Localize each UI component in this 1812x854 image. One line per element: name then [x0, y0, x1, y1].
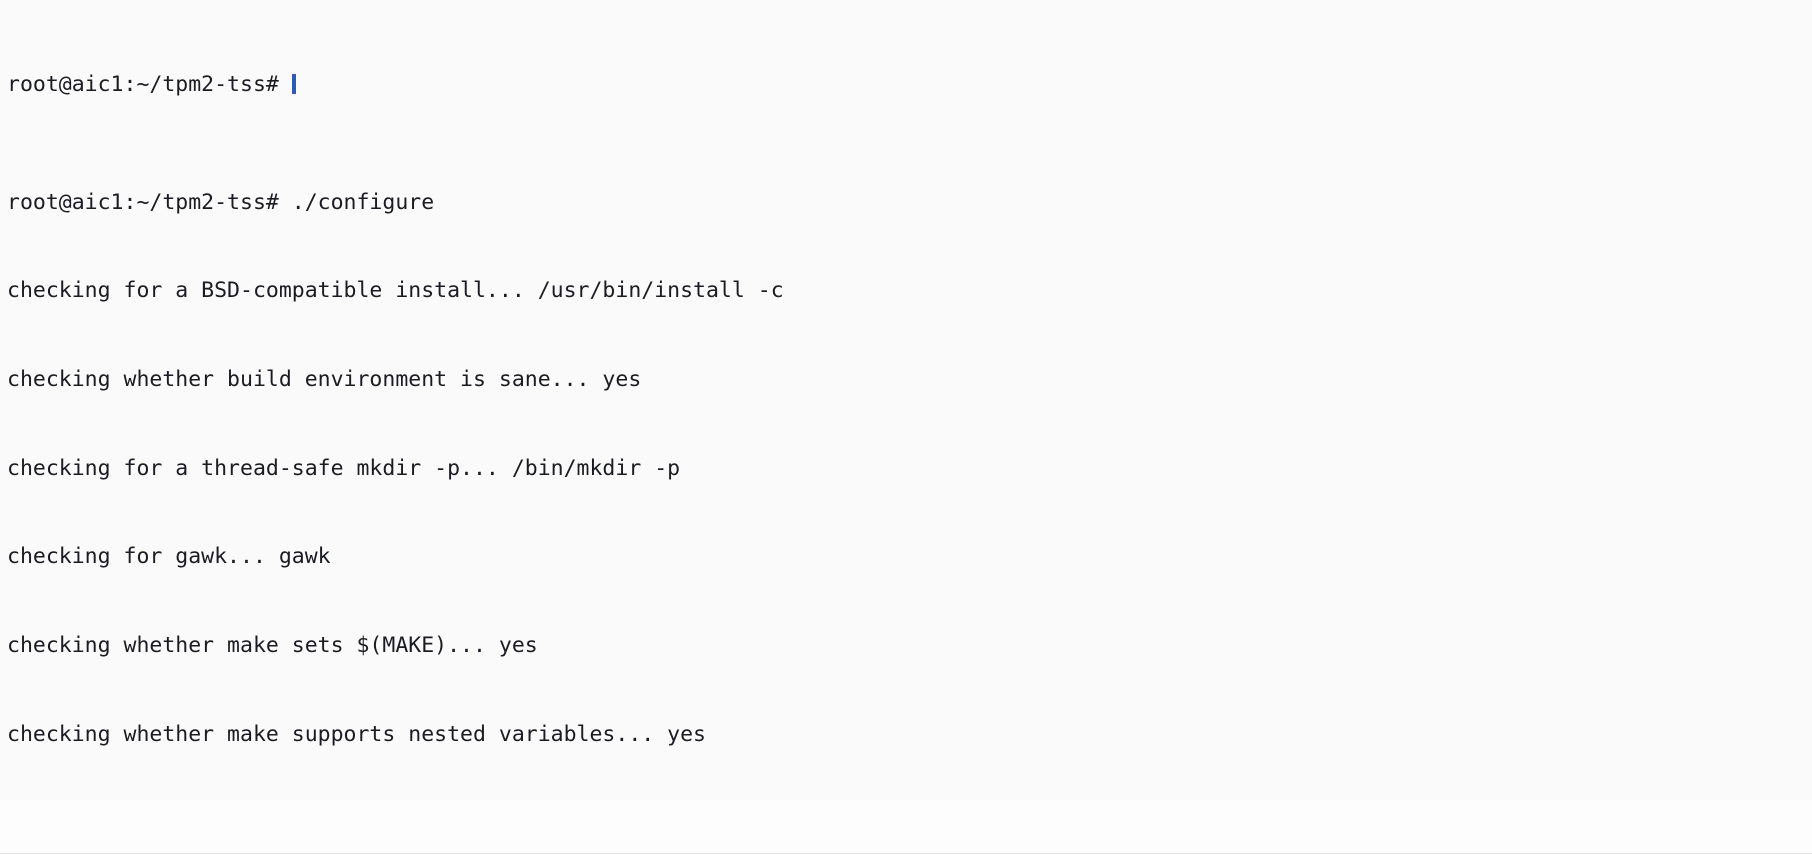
terminal-output-buffer[interactable]: root@aic1:~/tpm2-tss# root@aic1:~/tpm2-t… — [7, 0, 1812, 854]
terminal-line-check-build-sane: checking whether build environment is sa… — [7, 367, 642, 393]
terminal-bottom-fill — [0, 800, 1812, 854]
terminal-line-check-nested-vars: checking whether make supports nested va… — [7, 721, 706, 747]
terminal-line-check-bsd-install: checking for a BSD-compatible install...… — [7, 278, 784, 304]
terminal-line-check-mkdir: checking for a thread-safe mkdir -p... /… — [7, 455, 681, 481]
text-cursor — [291, 73, 296, 94]
terminal-line-prompt-clipped: root@aic1:~/tpm2-tss# — [7, 70, 1812, 100]
terminal-line-command-configure: root@aic1:~/tpm2-tss# ./configure — [7, 189, 435, 215]
terminal-line-check-make-sets: checking whether make sets $(MAKE)... ye… — [7, 633, 538, 659]
terminal-line-check-gawk: checking for gawk... gawk — [7, 544, 331, 570]
prompt-text: root@aic1:~/tpm2-tss# — [7, 71, 292, 97]
